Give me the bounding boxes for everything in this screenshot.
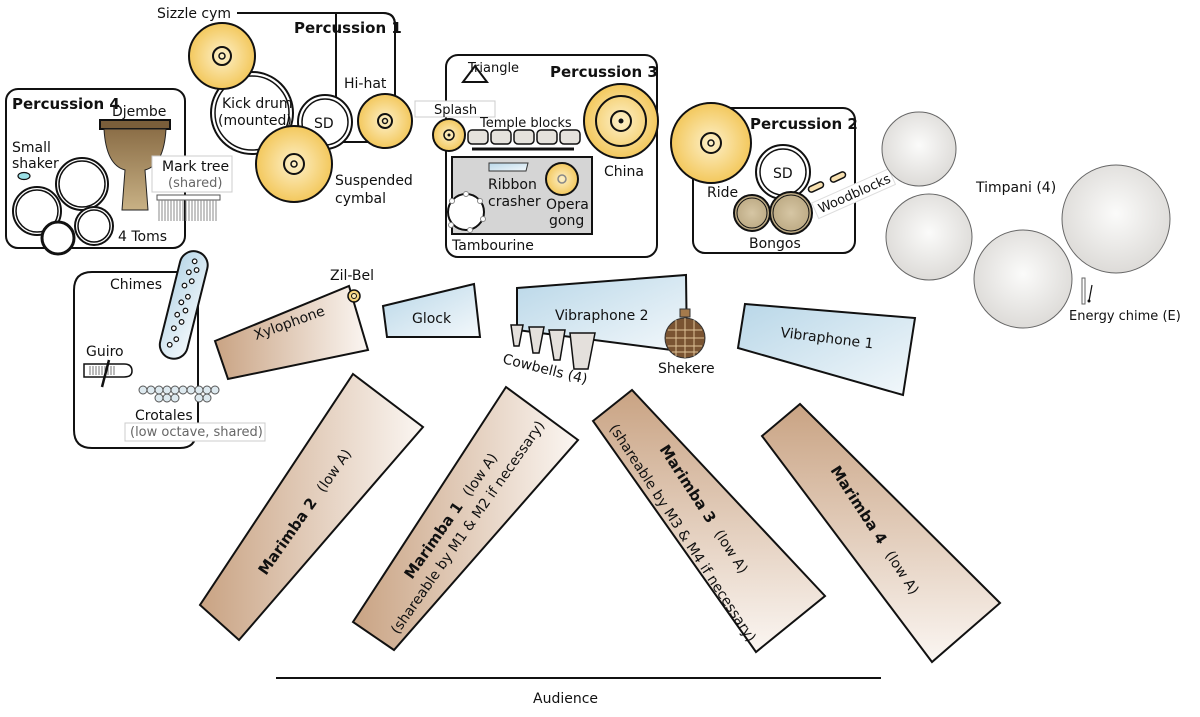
small-shaker-label-1: Small: [12, 140, 51, 156]
zil-bel-icon: [347, 289, 361, 303]
percussion-1-station: Percussion 1 Sizzle cym Kick drum (mount…: [157, 6, 413, 207]
chimes-box: [73, 271, 197, 449]
vibraphone-1-icon: [736, 302, 917, 397]
mark-tree-bar-icon: [156, 194, 221, 201]
glock-label: Glock: [412, 311, 452, 327]
toms-label: 4 Toms: [118, 229, 167, 245]
mark-tree-chimes-icon: [158, 200, 217, 221]
ribbon-crasher-icon: [488, 162, 529, 172]
china-label: China: [604, 164, 644, 180]
toms-icon: [12, 157, 114, 256]
p2-snare-label: SD: [773, 166, 793, 182]
timpani-group: Timpani (4) Energy chime (E): [881, 111, 1181, 329]
small-shaker-icon: [17, 171, 31, 181]
glock-icon: [381, 282, 482, 338]
suspended-cymbal-icon: [255, 125, 333, 203]
kick-drum-label-1: Kick drum: [222, 96, 292, 112]
triangle-label: Triangle: [467, 61, 519, 76]
percussion-2-station: Percussion 2 Ride SD Bongos Woodblocks: [670, 102, 897, 254]
shekere-label: Shekere: [658, 361, 715, 377]
temple-blocks-icon: [467, 129, 581, 151]
energy-chime-mallet-icon: [1088, 284, 1093, 302]
guiro-label: Guiro: [86, 344, 124, 360]
splash-cymbal-icon: [432, 118, 466, 152]
percussion-4-station: Percussion 4 Djembe Small shaker 4 Toms: [5, 88, 186, 256]
audience-label: Audience: [533, 691, 598, 707]
mark-tree: Mark tree (shared): [151, 155, 233, 221]
xylophone-icon: [213, 284, 370, 381]
marimba-4: Marimba 4 (low A): [760, 402, 1002, 664]
mark-tree-tag: [151, 155, 233, 193]
timpano-4: [1061, 164, 1171, 274]
bongos-icon: [733, 191, 813, 235]
timpano-1: [881, 111, 957, 187]
splash-label: Splash: [434, 103, 477, 118]
timpano-2: [885, 193, 973, 281]
crotales-icon: [138, 385, 220, 403]
tambourine-label: Tambourine: [451, 238, 534, 254]
chimes-icon: [158, 250, 209, 360]
mark-tree-note: (shared): [168, 176, 222, 191]
woodblocks-icon: [807, 171, 847, 193]
temple-blocks-label: Temple blocks: [479, 116, 572, 131]
small-shaker-label-2: shaker: [12, 156, 59, 172]
suspended-cymbal-label-1: Suspended: [335, 173, 413, 189]
bongos-label: Bongos: [749, 236, 801, 252]
djembe-icon: [99, 119, 171, 211]
hi-hat-icon: [357, 93, 413, 149]
suspended-cymbal-label-2: cymbal: [335, 191, 386, 207]
splash-tag: [414, 100, 496, 118]
energy-chime-bar-icon: [1081, 277, 1086, 305]
glock: Glock: [381, 282, 482, 338]
ride-cymbal-icon: [670, 102, 752, 184]
marimba-4-icon: [760, 402, 1002, 664]
shekere-neck-icon: [679, 308, 691, 318]
kick-drum-label-2: (mounted): [218, 113, 292, 129]
marimba-2: Marimba 2 (low A): [198, 372, 425, 642]
percussion-4-title: Percussion 4: [12, 95, 120, 113]
marimba-1-icon: [351, 385, 580, 652]
hi-hat-label: Hi-hat: [344, 76, 387, 92]
djembe-label: Djembe: [112, 104, 166, 120]
timpano-3: [973, 229, 1073, 329]
opera-gong-icon: [545, 162, 579, 196]
tambourine-icon: [447, 191, 486, 233]
sizzle-cymbal-icon: [188, 22, 256, 90]
triangle-icon: [461, 64, 489, 83]
energy-chime-label: Energy chime (E): [1069, 309, 1181, 324]
zil-bel-label: Zil-Bel: [330, 268, 374, 284]
p1-snare-label: SD: [314, 116, 334, 132]
chimes-label: Chimes: [110, 277, 162, 293]
percussion-3-title: Percussion 3: [550, 63, 658, 81]
vibraphone-2-label: Vibraphone 2: [555, 308, 649, 324]
ribbon-crasher-label-1: Ribbon: [488, 177, 537, 193]
woodblocks-tag: [811, 168, 897, 220]
chimes-station: Chimes Guiro: [73, 250, 266, 449]
marimba-2-icon: [198, 372, 425, 642]
percussion-1-title: Percussion 1: [294, 19, 402, 37]
ride-label: Ride: [707, 185, 738, 201]
percussion-3-station: Percussion 3 Triangle Splash Temple bloc…: [414, 54, 659, 258]
mark-tree-label: Mark tree: [162, 159, 229, 175]
crotales-tag: [124, 422, 266, 442]
china-cymbal-icon: [583, 83, 659, 159]
shekere: Shekere: [658, 308, 715, 377]
vibraphone-2: Vibraphone 2: [516, 273, 689, 354]
sizzle-cym-label: Sizzle cym: [157, 6, 231, 22]
opera-gong-label-2: gong: [549, 213, 584, 229]
cowbells-icon: [510, 324, 596, 370]
crotales-label: Crotales: [135, 408, 193, 424]
guiro-icon: [83, 359, 133, 388]
ribbon-crasher-label-2: crasher: [488, 194, 541, 210]
percussion-2-title: Percussion 2: [750, 115, 858, 133]
vibraphone-1: Vibraphone 1: [736, 302, 917, 397]
crotales-note: (low octave, shared): [130, 425, 263, 440]
xylophone: Xylophone: [213, 284, 370, 381]
opera-gong-label-1: Opera: [546, 197, 589, 213]
timpani-label: Timpani (4): [975, 180, 1056, 196]
marimba-3-icon: [591, 388, 827, 654]
